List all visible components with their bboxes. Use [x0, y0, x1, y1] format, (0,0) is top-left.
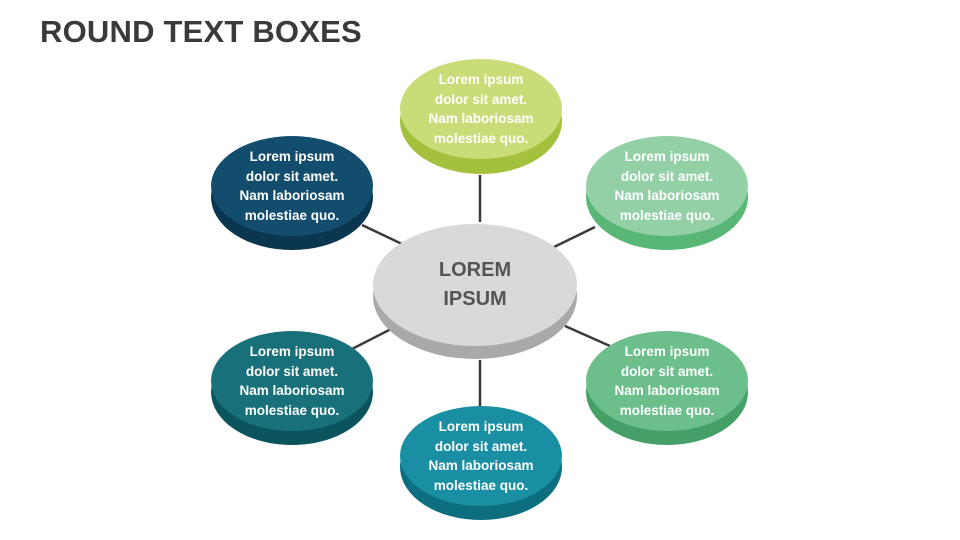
center-label-line2: IPSUM: [443, 288, 507, 310]
center-label-line1: LOREM: [438, 259, 512, 281]
connectors: [349, 175, 611, 410]
node-bottom-left-face: [211, 331, 373, 431]
node-bottom-left: [211, 331, 373, 445]
node-top: [400, 59, 562, 174]
connector-top-left: [361, 223, 403, 246]
center-node: [373, 224, 577, 359]
node-top-right-face: [586, 136, 748, 236]
node-top-left-face: [211, 136, 373, 236]
node-bottom: [400, 406, 562, 520]
node-bottom-right: [586, 331, 748, 445]
node-top-right: [586, 136, 748, 250]
node-bottom-right-face: [586, 331, 748, 431]
node-bottom-face: [400, 406, 562, 506]
connector-top-right: [551, 225, 596, 250]
slide-title: ROUND TEXT BOXES: [40, 14, 362, 49]
node-top-left: [211, 136, 373, 250]
center-label: LOREM IPSUM: [373, 224, 577, 346]
connector-bottom-right: [564, 324, 611, 348]
node-top-face: [400, 59, 562, 159]
center-node-face: [373, 224, 577, 346]
connector-bottom-left: [349, 326, 394, 352]
